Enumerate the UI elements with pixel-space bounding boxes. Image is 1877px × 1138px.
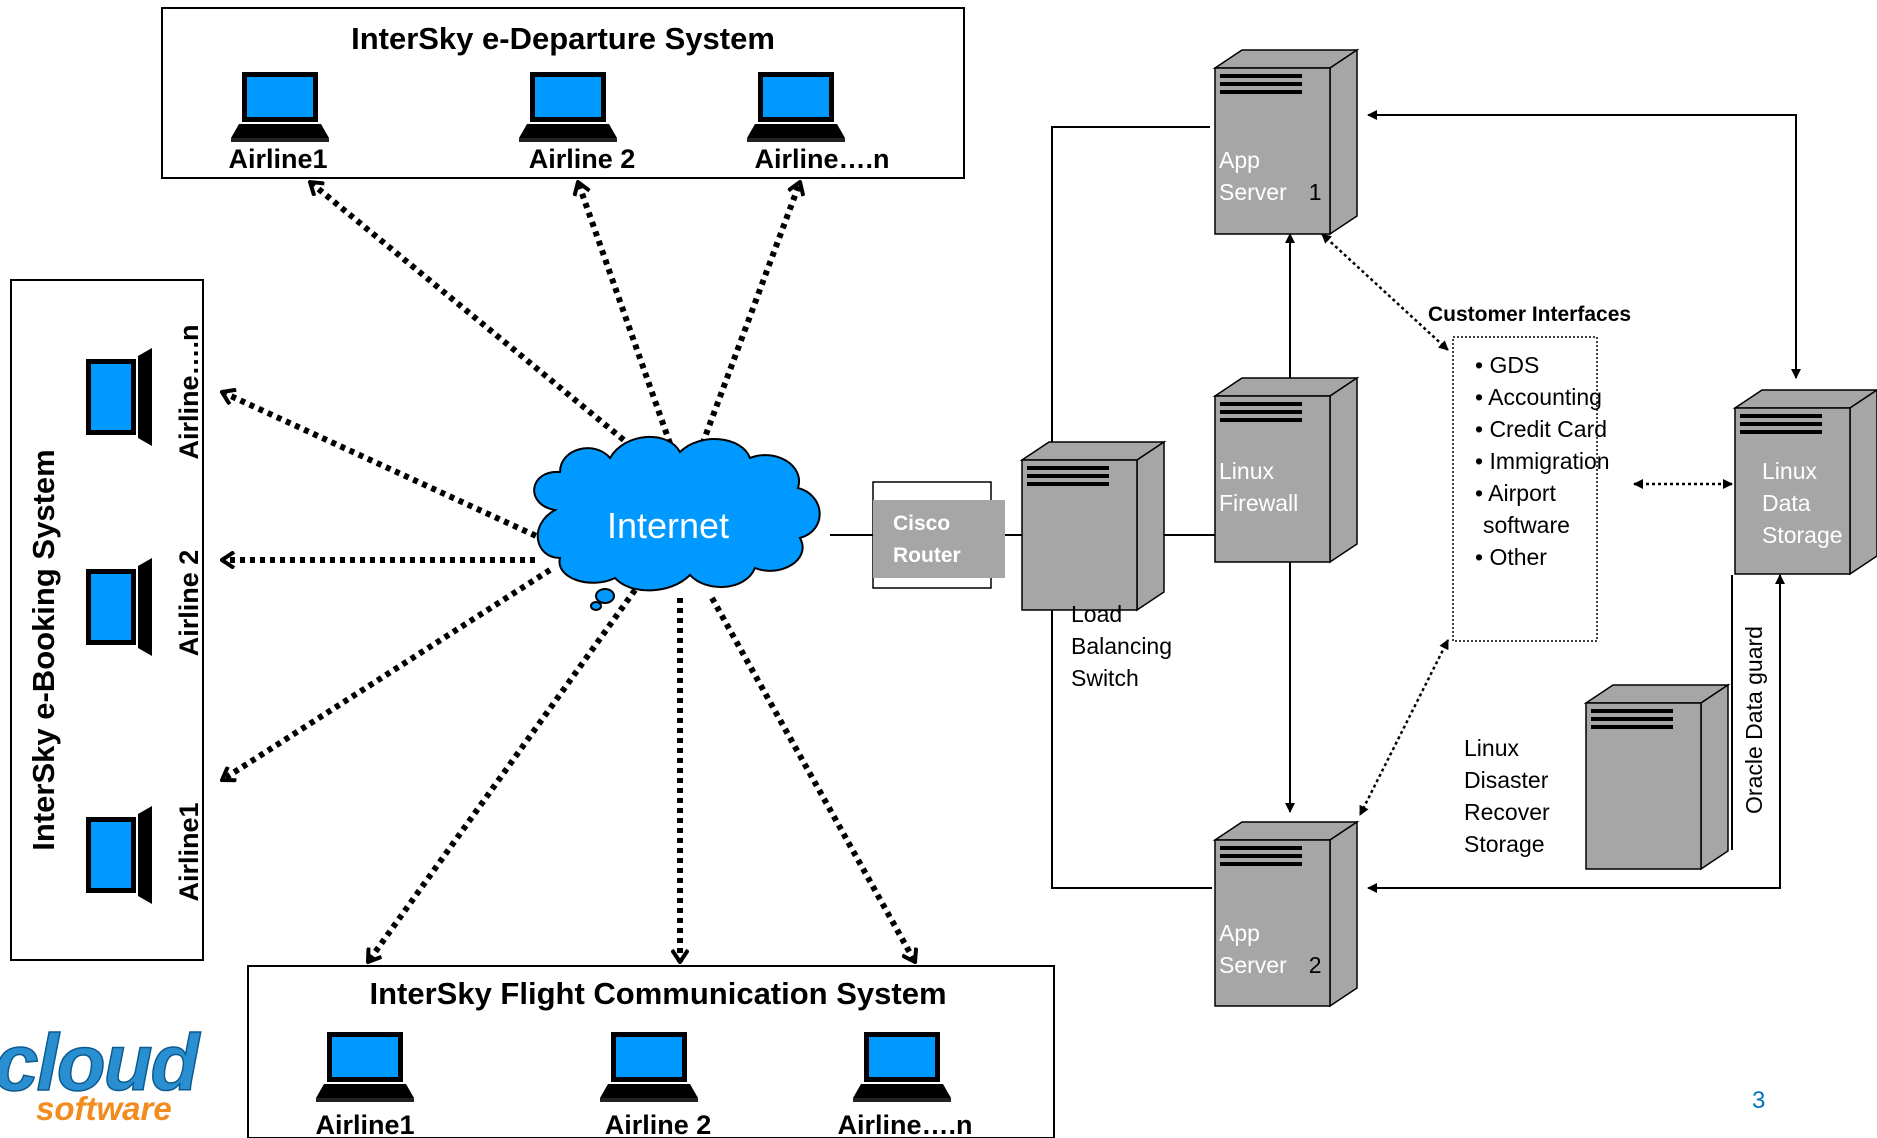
cloud-software-logo: cloud software xyxy=(0,1017,204,1127)
disaster-recovery-server-icon xyxy=(1583,683,1731,871)
customer-interfaces-box xyxy=(1452,336,1598,642)
arrow-to-departure-airline-n xyxy=(689,182,800,474)
disaster-recovery-label-line1: Linux xyxy=(1464,735,1519,761)
oracle-dataguard-link xyxy=(1367,574,1785,893)
customer-interface-item: • Accounting xyxy=(1475,384,1602,410)
flight-comm-airline-n-label: Airline….n xyxy=(837,1110,972,1138)
disaster-recovery-label-line4: Storage xyxy=(1464,831,1545,857)
arrow-to-flight-airline-n xyxy=(709,596,915,962)
customer-interface-item: • Other xyxy=(1475,544,1547,570)
logo-wordmark-top: cloud xyxy=(0,1018,201,1107)
booking-airline-2-label: Airline 2 xyxy=(174,550,204,657)
data-storage-label-line3: Storage xyxy=(1762,522,1843,548)
booking-system-title: InterSky e-Booking System xyxy=(26,449,61,850)
arrow-to-booking-airline-n xyxy=(222,392,547,543)
arrow-to-flight-airline-1 xyxy=(365,588,638,962)
laptop-icon xyxy=(747,72,845,142)
logo-wordmark-bottom: software xyxy=(36,1090,172,1127)
page-number: 3 xyxy=(1752,1087,1765,1114)
laptop-icon xyxy=(600,1032,698,1102)
firewall-label-line2: Firewall xyxy=(1219,490,1298,516)
app-server-1-icon xyxy=(1212,48,1360,236)
data-storage-label-line1: Linux xyxy=(1762,458,1817,484)
customer-interface-item: software xyxy=(1483,512,1570,538)
booking-airline-n-label: Airline….n xyxy=(174,324,204,459)
cisco-router xyxy=(873,500,1005,578)
customer-interface-item: • Credit Card xyxy=(1475,416,1607,442)
app-server-2-label-line1: App xyxy=(1219,920,1260,946)
customer-interfaces-title: Customer Interfaces xyxy=(1428,303,1631,326)
laptop-icon xyxy=(86,806,152,904)
internet-label: Internet xyxy=(607,505,729,546)
router-label-line1: Cisco xyxy=(893,512,950,535)
arrow-to-booking-airline-1 xyxy=(222,567,552,783)
laptop-icon xyxy=(86,558,152,656)
flight-comm-system-title: InterSky Flight Communication System xyxy=(369,976,946,1011)
departure-airline-2-label: Airline 2 xyxy=(529,144,636,174)
laptop-icon xyxy=(519,72,617,142)
departure-system-title: InterSky e-Departure System xyxy=(351,21,775,56)
laptop-icon xyxy=(231,72,329,142)
internet-connection-arrows xyxy=(222,182,915,962)
laptop-icon xyxy=(86,348,152,446)
load-balancer-server-icon xyxy=(1019,440,1167,612)
app-server-1-label-line1: App xyxy=(1219,147,1260,173)
load-balancer-label-line3: Switch xyxy=(1071,665,1139,691)
booking-airline-1-label: Airline1 xyxy=(174,802,204,901)
arrow-to-departure-airline-1 xyxy=(310,179,672,481)
departure-airline-n-label: Airline….n xyxy=(754,144,889,174)
data-storage-server-icon xyxy=(1732,389,1877,576)
flight-comm-airline-1-label: Airline1 xyxy=(315,1110,414,1138)
firewall-server-icon xyxy=(1212,376,1360,564)
laptop-icon xyxy=(853,1032,951,1102)
customer-interface-item: • GDS xyxy=(1475,352,1539,378)
internet-cloud xyxy=(533,436,821,611)
laptop-icon xyxy=(316,1032,414,1102)
customer-interface-links xyxy=(1321,233,1733,816)
oracle-dataguard-label: Oracle Data guard xyxy=(1741,626,1767,814)
firewall-label-line1: Linux xyxy=(1219,458,1274,484)
router-label-line2: Router xyxy=(893,544,961,567)
storage-app1-link xyxy=(1367,110,1801,379)
disaster-recovery-label-line3: Recover xyxy=(1464,799,1550,825)
load-balancer-label-line1: Load xyxy=(1071,601,1122,627)
customer-interface-item: • Immigration xyxy=(1475,448,1610,474)
flight-comm-airline-2-label: Airline 2 xyxy=(605,1110,712,1138)
network-lines xyxy=(830,126,1215,889)
data-storage-label-line2: Data xyxy=(1762,490,1811,516)
arrow-to-departure-airline-2 xyxy=(578,182,683,473)
app-server-2-icon xyxy=(1212,820,1360,1008)
disaster-recovery-label-line2: Disaster xyxy=(1464,767,1549,793)
customer-interface-item: • Airport xyxy=(1475,480,1557,506)
departure-airline-1-label: Airline1 xyxy=(228,144,327,174)
load-balancer-label-line2: Balancing xyxy=(1071,633,1172,659)
